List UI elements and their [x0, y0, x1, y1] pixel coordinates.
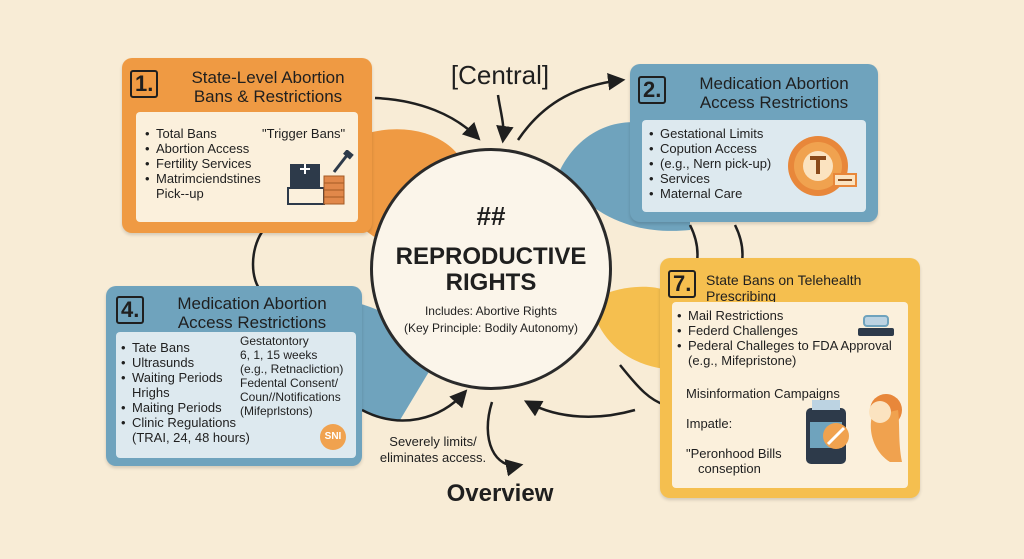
card-4-item-cont: Hrighs	[132, 385, 170, 400]
card-1-item: Abortion Access	[144, 141, 261, 156]
center-note-line1: Includes: Abortive Rights	[424, 304, 558, 318]
overview-label: Overview	[446, 480, 554, 507]
central-circle: ## REPRODUCTIVE RIGHTS Includes: Abortiv…	[370, 148, 612, 390]
card-2-list: Gestational Limits Copution Access (e.g.…	[648, 126, 771, 201]
card-7-extra-3-line1: "Peronhood Bills	[686, 446, 782, 461]
card-4-right-line: Coun//Notifications	[240, 390, 341, 404]
card-4-title-line2: Access Restrictions	[177, 313, 327, 332]
card-2-title-line2: Access Restrictions	[699, 93, 849, 112]
card-7-item-cont: (e.g., Mifepristone)	[688, 353, 797, 368]
card-1-side-note: "Trigger Bans"	[262, 126, 346, 141]
card-2-number: 2.	[638, 76, 667, 104]
card-4-item: Maiting Periods	[120, 400, 250, 415]
arrow-central-to-center	[496, 94, 514, 144]
center-title-line2: RIGHTS	[445, 269, 537, 296]
card-4-body: Tate Bans Ultrasunds Waiting Periods Hri…	[116, 332, 356, 458]
card-7-title-line1: State Bans on Telehealth	[706, 272, 862, 288]
pill-bottle-person-icon	[806, 315, 902, 464]
card-4-list: Tate Bans Ultrasunds Waiting Periods Hri…	[120, 340, 250, 445]
card-4-item: Clinic Regulations	[120, 415, 250, 430]
yellow-blob	[590, 286, 680, 370]
card-4-item: Waiting Periods	[120, 370, 250, 385]
central-label: [Central]	[450, 60, 550, 90]
card-4-right-line: (Mifeprlstons)	[240, 404, 313, 418]
card-2-item: Copution Access	[648, 141, 771, 156]
card-1-body: Total Bans Abortion Access Fertility Ser…	[136, 112, 358, 222]
card-1: 1. State-Level Abortion Bans & Restricti…	[122, 58, 372, 233]
card-2-item: Maternal Care	[648, 186, 771, 201]
card-4-right-line: (e.g., Retnacliction)	[240, 362, 344, 376]
card-7-item: Pederal Challeges to FDA Approval	[676, 338, 892, 353]
card-7-item: Federd Challenges	[676, 323, 892, 338]
card-2-item: Services	[648, 171, 771, 186]
card-7-item: Mail Restrictions	[676, 308, 892, 323]
gavel-seal-icon	[788, 136, 857, 196]
card-7-extra-2: Impatle:	[686, 416, 733, 431]
card-7-extra-1: Misinformation Campaigns	[686, 386, 840, 401]
arrow-card4-to-center	[361, 389, 468, 422]
card-1-item: Matrimciendstines	[144, 171, 261, 186]
center-title-line1: REPRODUCTIVE	[395, 243, 587, 270]
card-4-badge: SNI	[320, 424, 346, 450]
card-4-item-cont: (TRAI, 24, 48 hours)	[132, 430, 250, 445]
card-7: 7. State Bans on Telehealth Prescribing …	[660, 258, 920, 498]
card-1-title-line2: Bans & Restrictions	[193, 87, 343, 106]
card-2-body: Gestational Limits Copution Access (e.g.…	[642, 120, 866, 212]
card-1-title-line1: State-Level Abortion	[191, 68, 345, 87]
card-2: 2. Medication Abortion Access Restrictio…	[630, 64, 878, 222]
card-1-item: Total Bans	[144, 126, 261, 141]
arrow-center-to-card2	[516, 72, 626, 141]
card-1-number: 1.	[130, 70, 159, 98]
arrow-center-to-overview	[486, 401, 524, 477]
card-4-right-line: Fedental Consent/	[240, 376, 339, 390]
connector-right-curve	[619, 364, 666, 407]
card-7-title-line2: Prescribing	[706, 288, 777, 304]
arrow-card7-to-center	[523, 400, 636, 418]
card-4: 4. Medication Abortion Access Restrictio…	[106, 286, 362, 466]
card-4-item: Ultrasunds	[120, 355, 250, 370]
card-4-item: Tate Bans	[120, 340, 250, 355]
card-1-list: Total Bans Abortion Access Fertility Ser…	[144, 126, 261, 201]
card-7-number: 7.	[668, 270, 697, 298]
arrow-note-line2: eliminates access.	[379, 450, 487, 465]
card-4-right-lines: Gestatontory 6, 1, 15 weeks (e.g., Retna…	[240, 334, 343, 418]
card-1-item: Fertility Services	[144, 156, 261, 171]
center-hash: ##	[476, 201, 506, 231]
card-7-list: Mail Restrictions Federd Challenges Pede…	[676, 308, 892, 368]
connector-left	[251, 231, 264, 293]
card-1-item-cont: Pick--up	[156, 186, 204, 201]
card-2-item: (e.g., Nern pick-up)	[648, 156, 771, 171]
card-4-number: 4.	[116, 296, 145, 324]
card-4-title-line1: Medication Abortion	[177, 294, 327, 313]
arrow-note-line1: Severely limits/	[389, 434, 477, 449]
card-4-badge-text: SNI	[324, 431, 342, 442]
arrow-card1-to-center	[374, 96, 481, 141]
center-note-line2: (Key Principle: Bodily Autonomy)	[403, 321, 579, 335]
card-4-right-line: 6, 1, 15 weeks	[240, 348, 318, 362]
card-7-extra-3-line2: conseption	[698, 461, 761, 476]
ballot-box-hammer-icon	[287, 150, 354, 205]
card-4-right-line: Gestatontory	[240, 334, 309, 348]
card-2-item: Gestational Limits	[648, 126, 771, 141]
card-7-body: Mail Restrictions Federd Challenges Pede…	[672, 302, 908, 488]
card-2-title-line1: Medication Abortion	[699, 74, 849, 93]
